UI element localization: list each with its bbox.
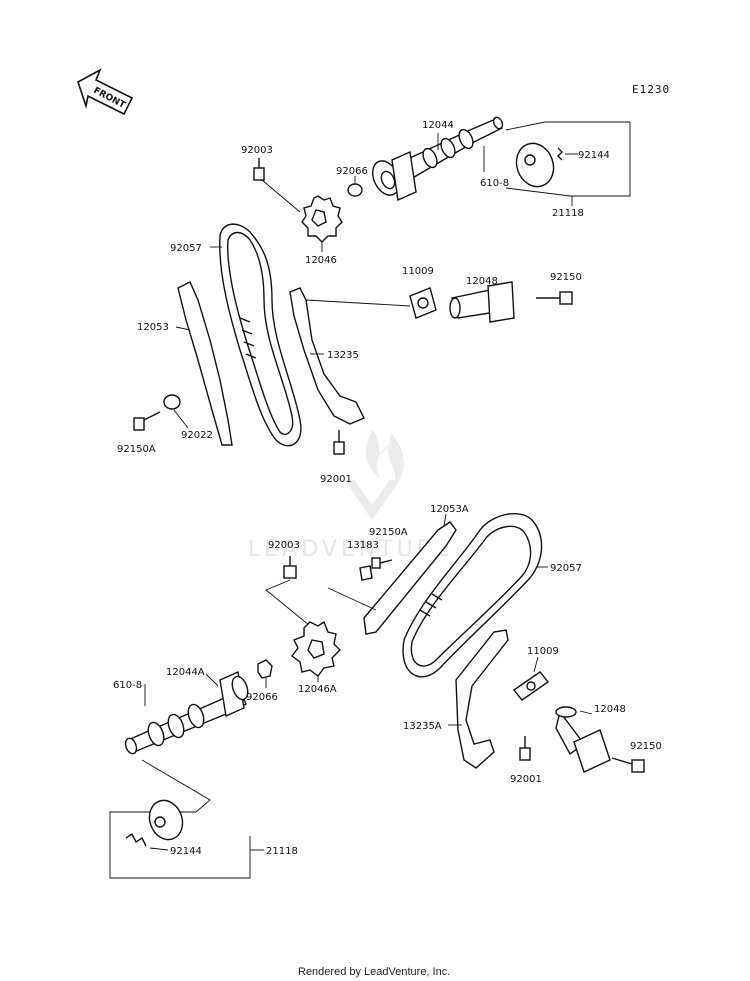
label-92066-bottom: 92066 <box>246 692 278 703</box>
label-610-8-top: 610-8 <box>480 178 509 189</box>
tensioner-12048-bottom <box>555 706 611 773</box>
cam-chain-92057-top <box>219 223 302 447</box>
gasket-11009-top <box>409 287 437 319</box>
chain-guide-12053A <box>363 521 457 635</box>
holder-21118-bottom <box>148 799 184 841</box>
label-12053: 12053 <box>137 322 169 333</box>
label-12044: 12044 <box>422 120 454 131</box>
sprocket-12046A <box>291 620 341 677</box>
label-12048-bottom: 12048 <box>594 704 626 715</box>
tensioner-12048-top <box>449 281 515 323</box>
label-13235: 13235 <box>327 350 359 361</box>
label-12046: 12046 <box>305 255 337 266</box>
sprocket-12046 <box>301 195 343 243</box>
bolt-92003-top <box>253 158 265 181</box>
label-92150A-mid: 92150A <box>369 527 408 538</box>
footer-credit: Rendered by LeadVenture, Inc. <box>298 966 450 978</box>
label-11009-bottom: 11009 <box>527 646 559 657</box>
washer-92022 <box>163 394 181 410</box>
label-92144-top: 92144 <box>578 150 610 161</box>
washer-92066-top <box>347 183 363 197</box>
label-12044A: 12044A <box>166 667 205 678</box>
front-arrow-icon: FRONT <box>77 68 134 116</box>
washer-92066-bottom <box>257 659 273 679</box>
bolt-92001-bottom <box>519 736 531 761</box>
label-11009-top: 11009 <box>402 266 434 277</box>
spring-92144-bottom <box>125 832 147 847</box>
spring-92144-top <box>557 147 563 161</box>
label-21118-bottom: 21118 <box>266 846 298 857</box>
bolt-92150A-mid <box>371 557 393 569</box>
tensioner-guide-13235A <box>455 629 509 769</box>
label-610-8-bottom: 610-8 <box>113 680 142 691</box>
label-92066-top: 92066 <box>336 166 368 177</box>
label-13235A: 13235A <box>403 721 442 732</box>
tensioner-guide-13235 <box>289 287 365 425</box>
gasket-11009-bottom <box>512 671 550 701</box>
label-92057-top: 92057 <box>170 243 202 254</box>
bracket-13183 <box>359 565 373 581</box>
label-92150-top: 92150 <box>550 272 582 283</box>
holder-21118-top <box>515 142 555 188</box>
label-92022: 92022 <box>181 430 213 441</box>
label-12053A: 12053A <box>430 504 469 515</box>
chain-guide-12053 <box>177 281 233 446</box>
label-12046A: 12046A <box>298 684 337 695</box>
diagram-code: E1230 <box>632 83 670 96</box>
label-92001-top: 92001 <box>320 474 352 485</box>
watermark: LEADVENTURE <box>248 430 450 562</box>
label-21118-top: 21118 <box>552 208 584 219</box>
label-13183: 13183 <box>347 540 379 551</box>
label-92057-bottom: 92057 <box>550 563 582 574</box>
bolt-92150A-top <box>133 411 161 431</box>
bolt-92150-top <box>536 291 573 305</box>
camshaft-12044 <box>372 116 504 202</box>
label-92001-bottom: 92001 <box>510 774 542 785</box>
label-92144-bottom: 92144 <box>170 846 202 857</box>
label-92003-top: 92003 <box>241 145 273 156</box>
label-92150-bottom: 92150 <box>630 741 662 752</box>
bolt-92003-bottom <box>283 556 297 579</box>
label-92003-bottom: 92003 <box>268 540 300 551</box>
bolt-92001-top <box>333 430 345 455</box>
camshaft-12044A <box>124 670 249 755</box>
label-92150A-top: 92150A <box>117 444 156 455</box>
cam-chain-92057-bottom <box>402 513 543 678</box>
label-12048-top: 12048 <box>466 276 498 287</box>
bolt-92150-bottom <box>611 757 645 773</box>
